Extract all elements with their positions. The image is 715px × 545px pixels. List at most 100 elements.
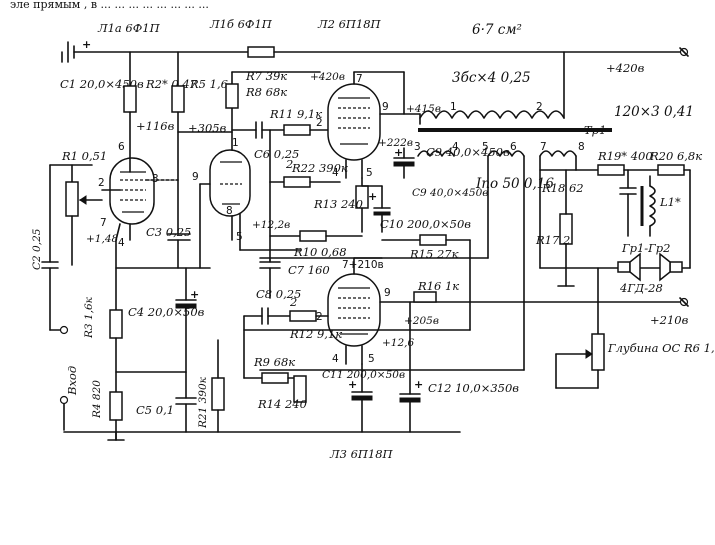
top-caption: эле прямым , в ... ... ... ... ... ... .… [10,0,209,11]
r16-label: R16 1к [417,279,459,293]
c2-label: С2 0,25 [31,228,43,270]
r14-label: R14 240 [257,397,307,411]
tr-wind: Iпо 50 0,16 [475,176,554,192]
l1a-pin3: 3 [152,173,159,185]
l1a-pin4: 4 [118,237,125,249]
l3-pin9: 9 [384,287,391,299]
speakers-label: Гр1-Гр2 [621,241,670,255]
speaker-1 [617,252,641,282]
r3-label: R3 1,6к [83,296,95,339]
c8-label: С8 0,25 [256,287,301,301]
r15-label: R15 27к [409,247,459,261]
l1a-pin6: 6 [118,141,125,153]
l2-pin9: 9 [382,101,389,113]
r1-potentiometer [49,164,103,266]
r22-label-top: 2 [285,157,293,171]
r13-label: R13 240 [313,197,363,211]
l3-pin4: 4 [332,353,339,365]
r16-resistor [413,291,437,303]
l1b-pin1: 1 [232,137,239,149]
input-terminal-hot[interactable] [59,325,69,335]
c2-capacitor [41,164,59,331]
c10-label: С10 200,0×50в [380,217,471,231]
r21-resistor [211,377,225,411]
c12-label: С12 10,0×350в [428,381,519,395]
r6-potentiometer [591,333,605,371]
supply-terminal-420 [679,47,689,57]
r5-label: R5 1,6 [189,77,228,91]
v205-label: +205в [404,315,439,327]
v305-label: +305в [188,121,227,135]
tr-secondary: 120×3 0,41 [614,104,694,120]
c5-capacitor [115,371,197,433]
tr-tap1: 1 [450,101,457,113]
v420-label: +420в [310,71,345,83]
l2-pin7: 7 [356,73,363,85]
c11-capacitor: + [348,363,373,433]
l3-pin2: 2 [316,311,323,323]
r20-label: R20 6,8к [649,149,702,163]
r10-resistor [299,230,327,242]
c8-capacitor [243,307,291,325]
speaker-type-label: 4ГД-28 [619,281,663,295]
svg-text:+: + [368,190,377,203]
svg-text:+: + [348,378,357,391]
svg-text:+: + [394,146,403,159]
l1a-pin7: 7 [100,217,107,229]
tube-l2-label: Л2 6П18П [317,17,382,31]
speaker-2 [659,252,683,282]
r11-resistor [283,124,311,136]
r19-resistor [597,164,625,176]
c10-capacitor: + [361,185,391,233]
l2-pin4: 4 [332,167,339,179]
c5-label: С5 0,1 [136,403,174,417]
r1-label: R1 0,51 [61,149,107,163]
c1-label: С1 20,0×450в [60,77,144,91]
c7-capacitor [259,259,281,299]
svg-text:+: + [190,288,199,301]
r9-label: R9 68к [253,355,295,369]
v116-label: +116в [136,119,175,133]
l1a-pin2: 2 [98,177,105,189]
l2-pin2: 2 [316,117,323,129]
r12-label: R12 9,1к [289,327,342,341]
l3-pin7-v210: 7+210в [342,259,384,271]
tube-l1b-label: Л1б 6Ф1П [209,17,273,31]
tr-w8: 8 [578,141,585,153]
r12-pin: 2 [289,295,297,309]
tr-w5: 5 [482,141,489,153]
l3-pin5: 5 [368,353,375,365]
r2-resistor [123,85,137,113]
r8-label: R8 68к [245,85,287,99]
r17-label: R17 2 [535,233,570,247]
tr-w4: 4 [452,141,459,153]
r22-label-name: R22 390к [291,161,348,175]
input-terminal-gnd[interactable] [59,395,69,405]
top-rail-resistor [247,46,275,58]
tr-w7: 7 [540,141,547,153]
v222-label: +222в [378,137,413,149]
supply-terminal-210 [679,297,689,307]
l1b-pin8: 8 [226,205,233,217]
l2-pin5: 5 [366,167,373,179]
r4-label: R4 820 [91,380,103,419]
tube-l3-label: Л3 6П18П [329,447,394,461]
tube-l2 [327,71,421,179]
supply-210-label: +210в [650,313,689,327]
r9-resistor [261,372,289,384]
top-rail [61,41,689,63]
r19-label: R19* 400 [597,149,653,163]
c3-capacitor [167,229,191,269]
r15-resistor [419,234,447,246]
svg-text:+: + [414,378,423,391]
c6-label: С6 0,25 [254,147,299,161]
output-transformer [417,51,612,371]
v126-label: +12,6 [382,337,414,349]
supply-420-label: +420в [606,61,645,75]
r8-resistor [225,83,239,109]
tr-w3: 3 [414,141,421,153]
c11-label: С11 200,0×50в [322,369,405,381]
tr-w6: 6 [510,141,517,153]
c12-capacitor: + [399,301,423,433]
c9-capacitor: + [393,146,415,179]
